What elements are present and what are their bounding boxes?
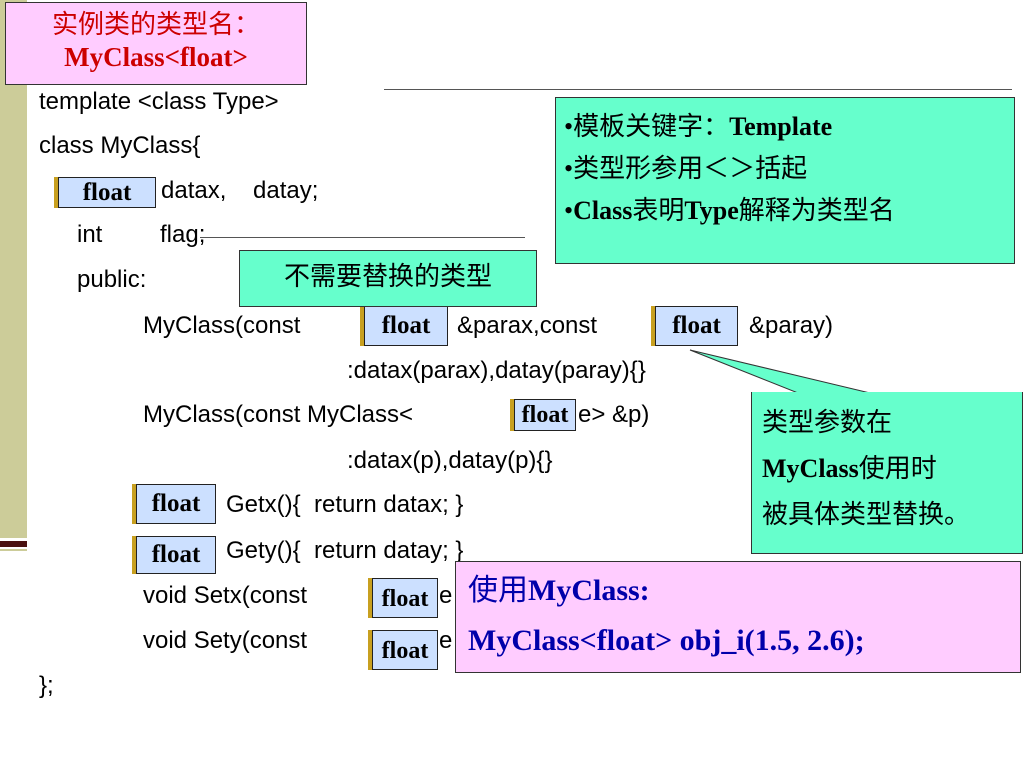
- code-line-8-a: MyClass(const MyClass<: [143, 401, 414, 428]
- code-line-3: datax, datay;: [161, 177, 319, 204]
- sidebar-divider-light: [0, 549, 27, 551]
- code-line-6-a: MyClass(const: [143, 312, 301, 339]
- code-line-9: :datax(p),datay(p){}: [347, 447, 553, 474]
- code-line-7: :datax(parax),datay(paray){}: [347, 357, 646, 384]
- code-line-4-name: flag;: [160, 221, 206, 248]
- code-line-12-b: e: [439, 582, 453, 609]
- float-badge-parax: float: [364, 306, 448, 346]
- sidebar-band: [0, 0, 27, 538]
- keywords-item-2: •类型形参用＜＞括起: [564, 154, 808, 183]
- header-rule: [384, 89, 1012, 90]
- type-param-line-3: 被具体类型替换。: [762, 500, 971, 529]
- title-line-1: 实例类的类型名：: [51, 10, 260, 39]
- float-badge-setx: float: [372, 578, 438, 618]
- title-box: 实例类的类型名： MyClass<float>: [5, 2, 307, 85]
- code-line-1: template <class Type>: [39, 88, 279, 115]
- code-line-13-a: void Sety(const: [143, 627, 308, 654]
- float-badge-sety: float: [372, 630, 438, 670]
- float-badge-getx: float: [136, 484, 216, 524]
- code-line-10: Getx(){ return datax; }: [226, 491, 464, 518]
- code-line-6-b: &parax,const: [457, 312, 598, 339]
- float-badge-template-arg: float: [514, 399, 576, 431]
- code-line-5: public:: [77, 266, 147, 293]
- type-param-line-2: MyClass使用时: [762, 454, 937, 483]
- usage-line-1: 使用MyClass:: [468, 574, 650, 607]
- code-line-4-type: int: [77, 221, 103, 248]
- keywords-item-1: •模板关键字：Template: [564, 112, 833, 141]
- sidebar-divider: [0, 541, 27, 547]
- usage-callout: 使用MyClass: MyClass<float> obj_i(1.5, 2.6…: [455, 561, 1021, 673]
- title-line-2: MyClass<float>: [64, 42, 248, 72]
- code-line-14: };: [39, 672, 54, 699]
- float-badge-paray: float: [655, 306, 738, 346]
- usage-line-2: MyClass<float> obj_i(1.5, 2.6);: [468, 624, 865, 657]
- flag-underline: [200, 237, 525, 238]
- no-replace-callout: 不需要替换的类型: [239, 250, 537, 307]
- code-line-12-a: void Setx(const: [143, 582, 308, 609]
- type-param-line-1: 类型参数在: [762, 408, 893, 437]
- float-badge-datax: float: [58, 177, 156, 208]
- code-line-13-b: e: [439, 627, 453, 654]
- no-replace-text: 不需要替换的类型: [283, 262, 492, 291]
- code-line-6-c: &paray): [749, 312, 834, 339]
- type-param-callout: 类型参数在 MyClass使用时 被具体类型替换。: [751, 392, 1023, 554]
- float-badge-gety: float: [136, 536, 216, 574]
- keywords-callout: •模板关键字：Template •类型形参用＜＞括起 •Class表明Type解…: [555, 97, 1015, 264]
- code-line-11: Gety(){ return datay; }: [226, 537, 464, 564]
- code-line-8-b: e> &p): [578, 401, 650, 428]
- code-line-2: class MyClass{: [39, 132, 201, 159]
- keywords-item-3: •Class表明Type解释为类型名: [564, 196, 895, 225]
